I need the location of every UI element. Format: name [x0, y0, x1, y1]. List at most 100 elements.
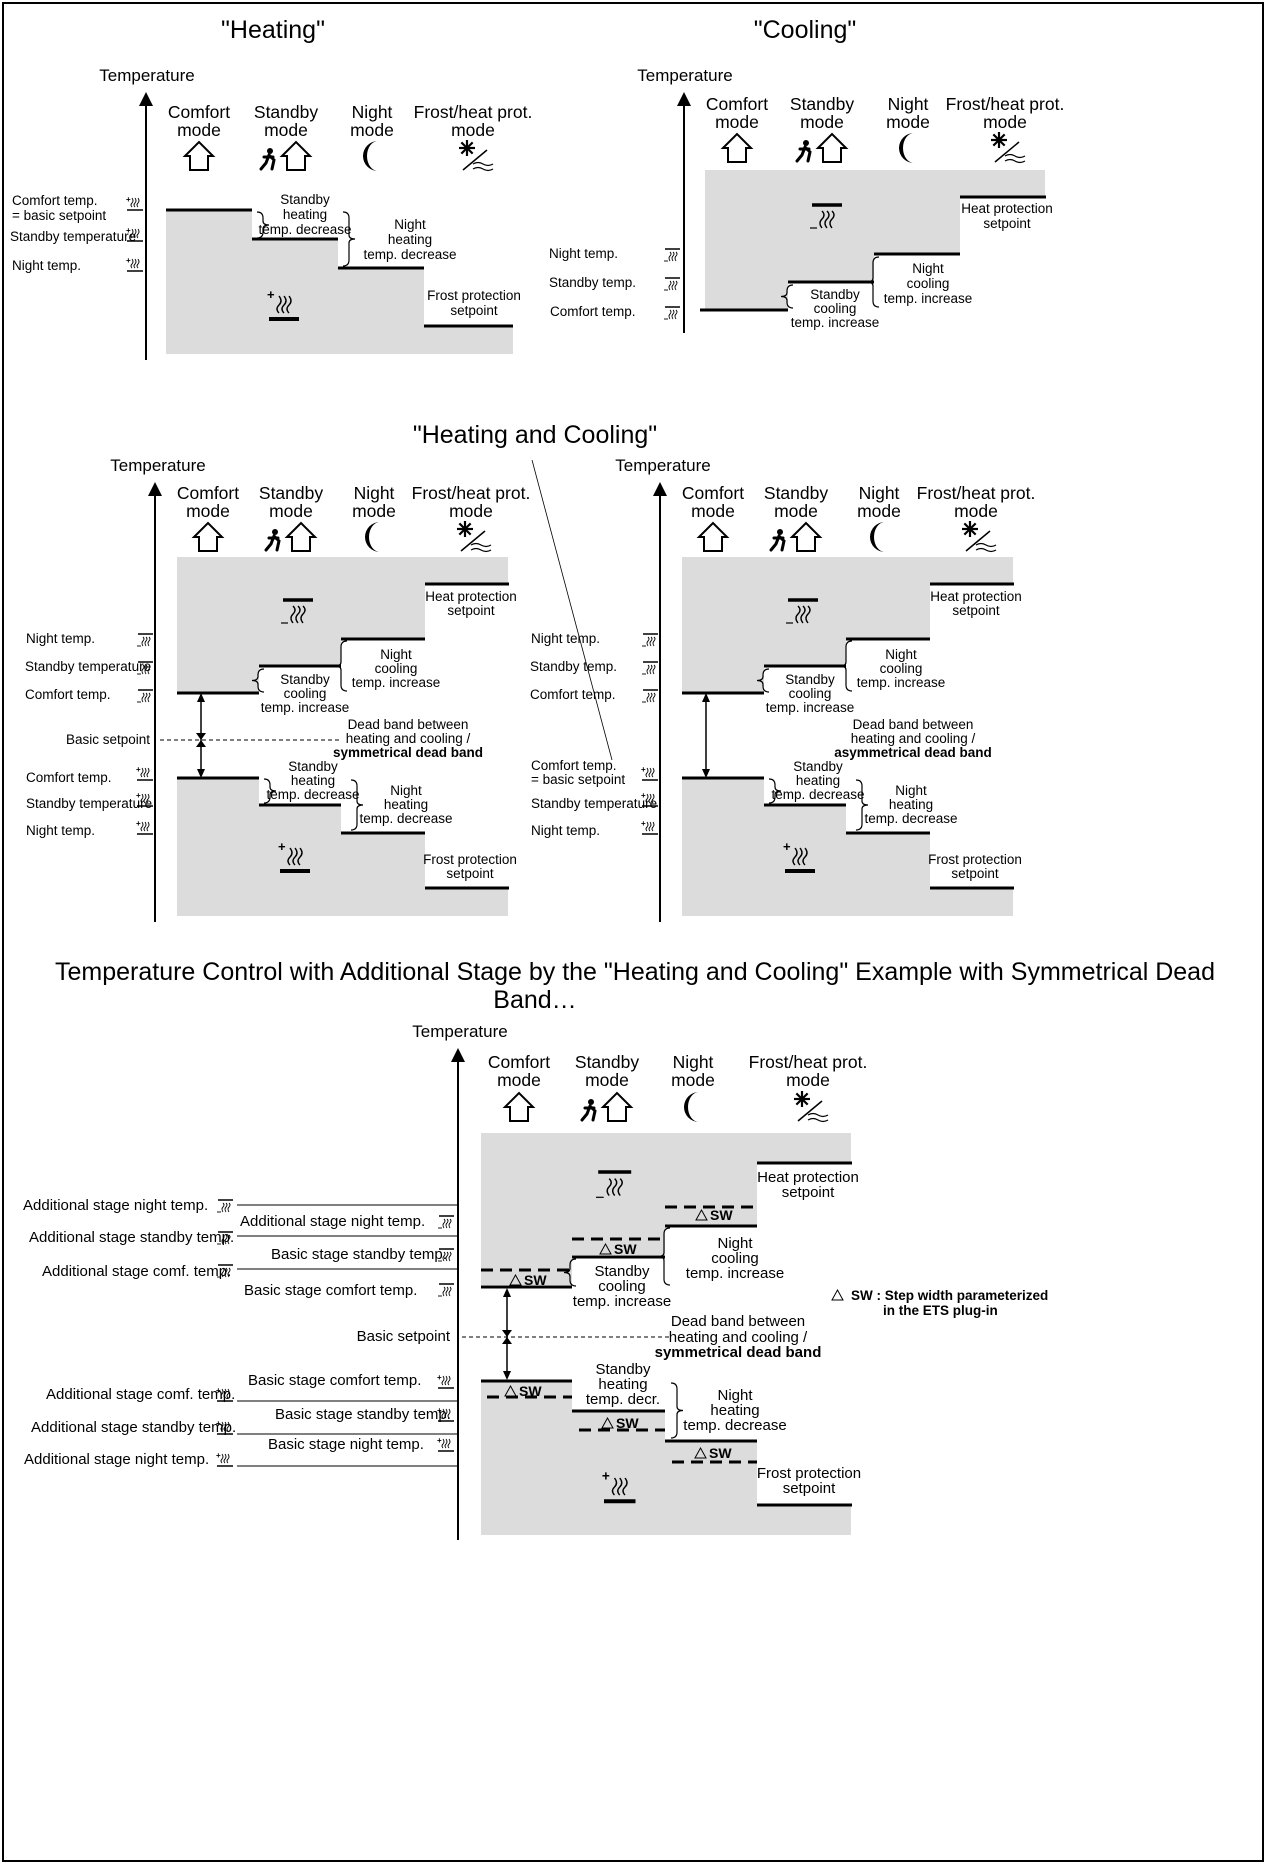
frost-heat-protection-icon — [991, 132, 1026, 164]
cool-standby-brace-line-3: temp. increase — [261, 700, 350, 715]
arrow-head-icon — [197, 769, 205, 778]
mode-label-standby-line-1: Standby — [764, 483, 828, 503]
outer-cool-standby: Additional stage standby temp. — [29, 1229, 234, 1246]
brace — [563, 1258, 577, 1287]
night-brace-line-3: temp. increase — [884, 291, 973, 306]
frost-heat-protection-icon — [459, 140, 494, 172]
svg-text:+: + — [136, 819, 141, 828]
title-heating-cooling: "Heating and Cooling" — [413, 421, 657, 449]
label-night: Night temp. — [549, 246, 618, 261]
arrow-head-icon — [702, 769, 710, 778]
mode-label-comfort-line-2: mode — [497, 1070, 541, 1090]
heat-protection-label-line-2: setpoint — [952, 603, 1000, 618]
cool-night-brace-line-3: temp. increase — [857, 675, 946, 690]
comfort-house-icon — [182, 140, 216, 171]
dead-band-line-1: Dead band between — [671, 1313, 805, 1330]
comfort-house-icon — [720, 132, 754, 163]
mode-label-night-line-1: Night — [352, 102, 393, 122]
axis-arrow-icon — [148, 482, 162, 496]
label-cool-standby: Standby temperature — [25, 659, 151, 674]
heating-symbol-icon: + — [267, 287, 299, 321]
svg-text:+: + — [126, 226, 131, 235]
standby-runner-house-icon — [264, 521, 318, 552]
axis-label: Temperature — [615, 456, 710, 475]
dead-band-line-1: Dead band between — [853, 717, 974, 732]
outer-heat-comfort: Additional stage comf. temp. — [46, 1386, 235, 1403]
brace — [350, 779, 364, 831]
mode-label-comfort-line-2: mode — [186, 501, 230, 521]
dead-band-line-2: heating and cooling / — [669, 1329, 808, 1346]
label-heat-night: Night temp. — [26, 823, 95, 838]
svg-text:+: + — [641, 819, 646, 828]
heating-symbol-icon: + — [126, 226, 143, 242]
heating-symbol-icon: + — [278, 839, 310, 873]
heat-night-brace-line-2: heating — [889, 797, 933, 812]
mode-label-frost-line-1: Frost/heat prot. — [946, 94, 1065, 114]
heating-symbol-icon: + — [641, 791, 658, 807]
frost-heat-protection-icon — [962, 521, 997, 553]
heat-standby-brace-line-3: temp. decr. — [586, 1391, 660, 1408]
axis-label: Temperature — [637, 66, 732, 85]
mode-label-standby-line-2: mode — [269, 501, 313, 521]
cooling-symbol-icon — [217, 1199, 233, 1213]
mode-label-standby-line-1: Standby — [254, 102, 318, 122]
setpoint-marker-icon — [196, 740, 206, 747]
heat-protection-label-line-2: setpoint — [782, 1184, 835, 1201]
standby-runner-house-icon — [580, 1091, 634, 1122]
night-moon-icon — [870, 522, 885, 552]
brace — [256, 211, 270, 239]
sw-text: SW — [614, 1241, 637, 1257]
mode-label-standby-line-1: Standby — [575, 1052, 639, 1072]
sw-text: SW — [524, 1272, 547, 1288]
legend-line-1: SW : Step width parameterized — [851, 1288, 1048, 1303]
cooling-symbol-icon — [438, 1248, 454, 1262]
basic-setpoint-label: Basic setpoint — [357, 1328, 451, 1345]
standby-brace-line-2: cooling — [814, 301, 857, 316]
sw-text: SW — [616, 1415, 639, 1431]
heating-symbol-icon: + — [641, 819, 658, 835]
divider-line — [531, 459, 613, 761]
heat-standby-brace-line-1: Standby — [793, 759, 843, 774]
title-additional-stage-2: Band… — [493, 986, 576, 1014]
cooling-symbol-icon — [438, 1215, 454, 1229]
mode-label-comfort-line-2: mode — [177, 120, 221, 140]
cooling-symbol-icon — [137, 633, 153, 647]
axis-arrow-icon — [451, 1048, 465, 1062]
heating-area — [177, 778, 508, 916]
cooling-symbol-icon — [217, 1264, 233, 1278]
standby-brace-line-1: Standby — [810, 287, 860, 302]
mode-label-night-line-1: Night — [888, 94, 929, 114]
svg-text:+: + — [216, 1451, 221, 1460]
dead-band-line-2: heating and cooling / — [851, 731, 976, 746]
additional-stage-diagram: TemperatureComfortmodeStandbymodeNightmo… — [23, 1022, 1048, 1540]
mode-label-frost-line-1: Frost/heat prot. — [414, 102, 533, 122]
cooling-symbol-icon — [786, 598, 818, 624]
basic-setpoint-label: Basic setpoint — [66, 732, 150, 747]
frost-label-line-2: setpoint — [450, 303, 498, 318]
heating-symbol-icon: + — [136, 791, 153, 807]
svg-text:+: + — [602, 1468, 610, 1483]
night-moon-icon — [684, 1092, 699, 1122]
title-cooling: "Cooling" — [754, 16, 857, 44]
brace — [657, 1227, 671, 1286]
cooling-diagram: TemperatureComfortmodeStandbymodeNightmo… — [549, 66, 1064, 333]
heat-night-brace-line-1: Night — [895, 783, 927, 798]
cool-standby-brace-line-3: temp. increase — [766, 700, 855, 715]
cool-night-brace-line-2: cooling — [711, 1250, 759, 1267]
svg-text:+: + — [437, 1406, 442, 1415]
cool-night-brace-line-2: cooling — [375, 661, 418, 676]
brace — [866, 256, 880, 308]
frost-label-line-1: Frost protection — [928, 852, 1022, 867]
step-width-label: SW — [509, 1272, 547, 1288]
mode-label-frost-line-2: mode — [451, 120, 495, 140]
heating-symbol-icon: + — [216, 1419, 233, 1435]
frost-heat-protection-icon — [457, 521, 492, 553]
heat-standby-brace-line-2: heating — [291, 773, 335, 788]
comfort-house-icon — [502, 1091, 536, 1122]
heating-symbol-icon: + — [437, 1436, 454, 1452]
heat-standby-brace-line-3: temp. decrease — [771, 787, 864, 802]
svg-text:+: + — [783, 839, 791, 854]
heating-symbol-icon: + — [126, 195, 143, 211]
cooling-symbol-icon — [217, 1231, 233, 1245]
